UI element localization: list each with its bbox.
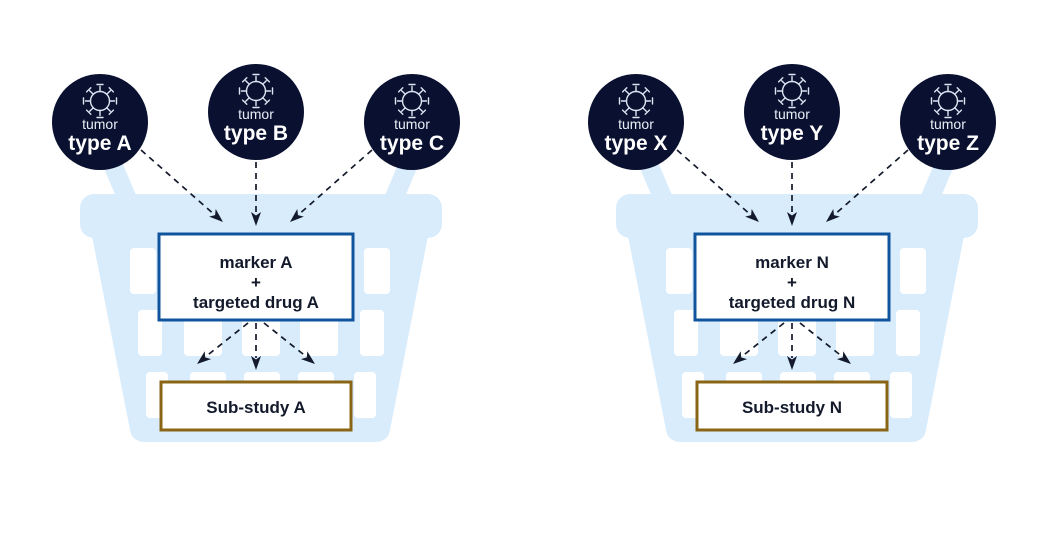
marker-label: marker A <box>219 253 292 272</box>
marker-label: marker N <box>755 253 829 272</box>
connector-marker-center-to-substudy <box>251 323 261 370</box>
basket-group-right: tumor type X tumor type Y tumor type Z <box>588 64 996 442</box>
tumor-node-b[interactable]: tumor type B <box>208 64 304 160</box>
tumor-node-a[interactable]: tumor type A <box>52 74 148 170</box>
connector-marker-left-to-substudy <box>193 322 249 368</box>
tumor-type-label: type Y <box>761 122 824 145</box>
connector-tumor-y-to-marker <box>787 162 797 226</box>
basket-group-left: tumor type A tumor type B tumor type C <box>52 64 460 442</box>
connector-marker-right-to-substudy <box>799 322 855 368</box>
connector-tumor-a-to-marker <box>140 149 227 226</box>
connector-tumor-x-to-marker <box>676 149 763 226</box>
tumor-node-x[interactable]: tumor type X <box>588 74 684 170</box>
tumor-node-y[interactable]: tumor type Y <box>744 64 840 160</box>
connector-marker-left-to-substudy <box>729 322 785 368</box>
connector-marker-right-to-substudy <box>263 322 319 368</box>
plus-symbol: + <box>787 273 797 292</box>
targeted-drug-label: targeted drug N <box>729 293 856 312</box>
marker-box-rect <box>157 232 355 322</box>
tumor-type-label: type X <box>604 132 667 155</box>
substudy-box-n[interactable]: Sub-study N <box>695 380 889 432</box>
substudy-box-rect <box>159 380 353 432</box>
tumor-node-circle <box>900 74 996 170</box>
marker-drug-box-a[interactable]: marker A + targeted drug A <box>157 232 355 322</box>
tumor-node-circle <box>52 74 148 170</box>
tumor-caption: tumor <box>394 116 430 132</box>
tumor-type-label: type A <box>68 132 131 155</box>
tumor-node-circle <box>364 74 460 170</box>
tumor-type-label: type Z <box>917 132 979 155</box>
substudy-box-rect <box>695 380 889 432</box>
tumor-caption: tumor <box>774 106 810 122</box>
tumor-node-c[interactable]: tumor type C <box>364 74 460 170</box>
connector-tumor-z-to-marker <box>822 149 909 226</box>
tumor-caption: tumor <box>238 106 274 122</box>
substudy-box-a[interactable]: Sub-study A <box>159 380 353 432</box>
tumor-node-circle <box>208 64 304 160</box>
substudy-label: Sub-study N <box>742 398 842 417</box>
targeted-drug-label: targeted drug A <box>193 293 319 312</box>
tumor-node-circle <box>744 64 840 160</box>
connector-tumor-c-to-marker <box>286 149 373 226</box>
substudy-label: Sub-study A <box>206 398 305 417</box>
tumor-caption: tumor <box>930 116 966 132</box>
marker-box-rect <box>693 232 891 322</box>
tumor-caption: tumor <box>618 116 654 132</box>
tumor-type-label: type B <box>224 122 288 145</box>
connector-tumor-b-to-marker <box>251 162 261 226</box>
plus-symbol: + <box>251 273 261 292</box>
tumor-type-label: type C <box>380 132 444 155</box>
marker-drug-box-n[interactable]: marker N + targeted drug N <box>693 232 891 322</box>
tumor-node-circle <box>588 74 684 170</box>
connector-marker-center-to-substudy <box>787 323 797 370</box>
tumor-node-z[interactable]: tumor type Z <box>900 74 996 170</box>
tumor-caption: tumor <box>82 116 118 132</box>
